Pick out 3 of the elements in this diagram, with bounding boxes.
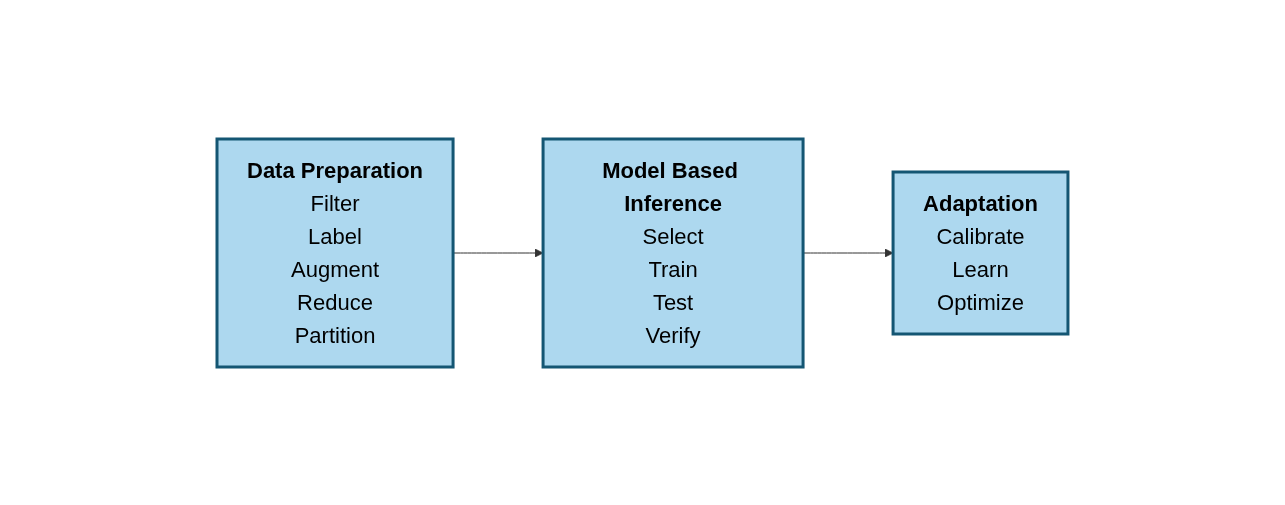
node-box: Model Based Inference Select Train Test Verify: [541, 137, 805, 368]
node-box: Data Preparation Filter Label Augment Reduce Partition: [215, 137, 455, 368]
node-box: Adaptation Calibrate Learn Optimize: [891, 170, 1070, 335]
